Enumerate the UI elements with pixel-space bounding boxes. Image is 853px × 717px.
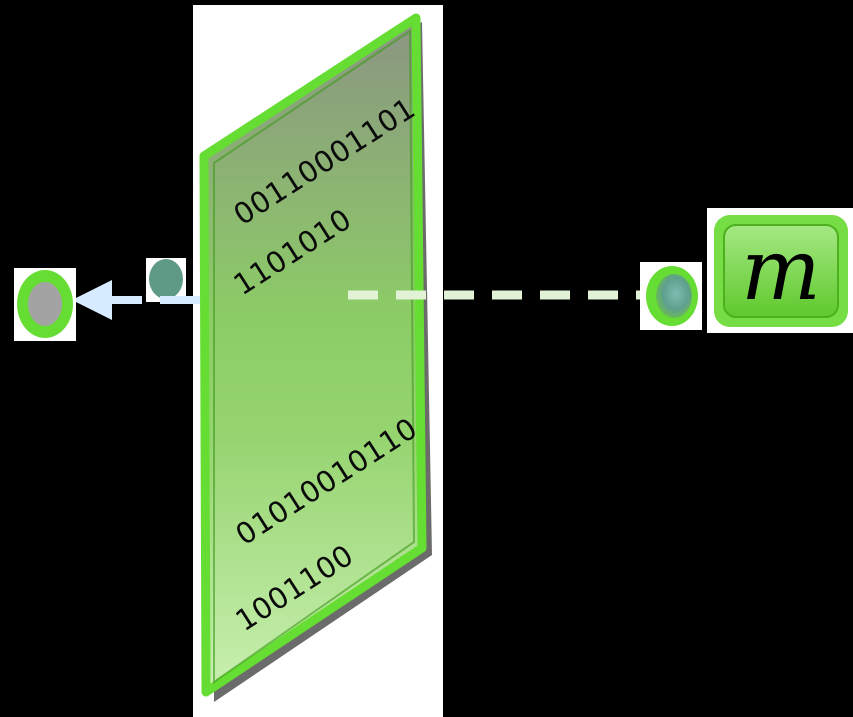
panel-inner-edge — [213, 29, 416, 684]
message-badge: m — [707, 208, 853, 333]
panel-frame — [199, 13, 427, 697]
arrow-left-icon — [72, 280, 200, 320]
output-node-icon — [14, 268, 76, 341]
small-dot-icon — [146, 258, 186, 302]
input-node-icon — [640, 262, 702, 330]
message-letter: m — [741, 221, 821, 319]
binary-panel: 00110001101 1101010 01010010110 1001100 — [199, 13, 427, 697]
